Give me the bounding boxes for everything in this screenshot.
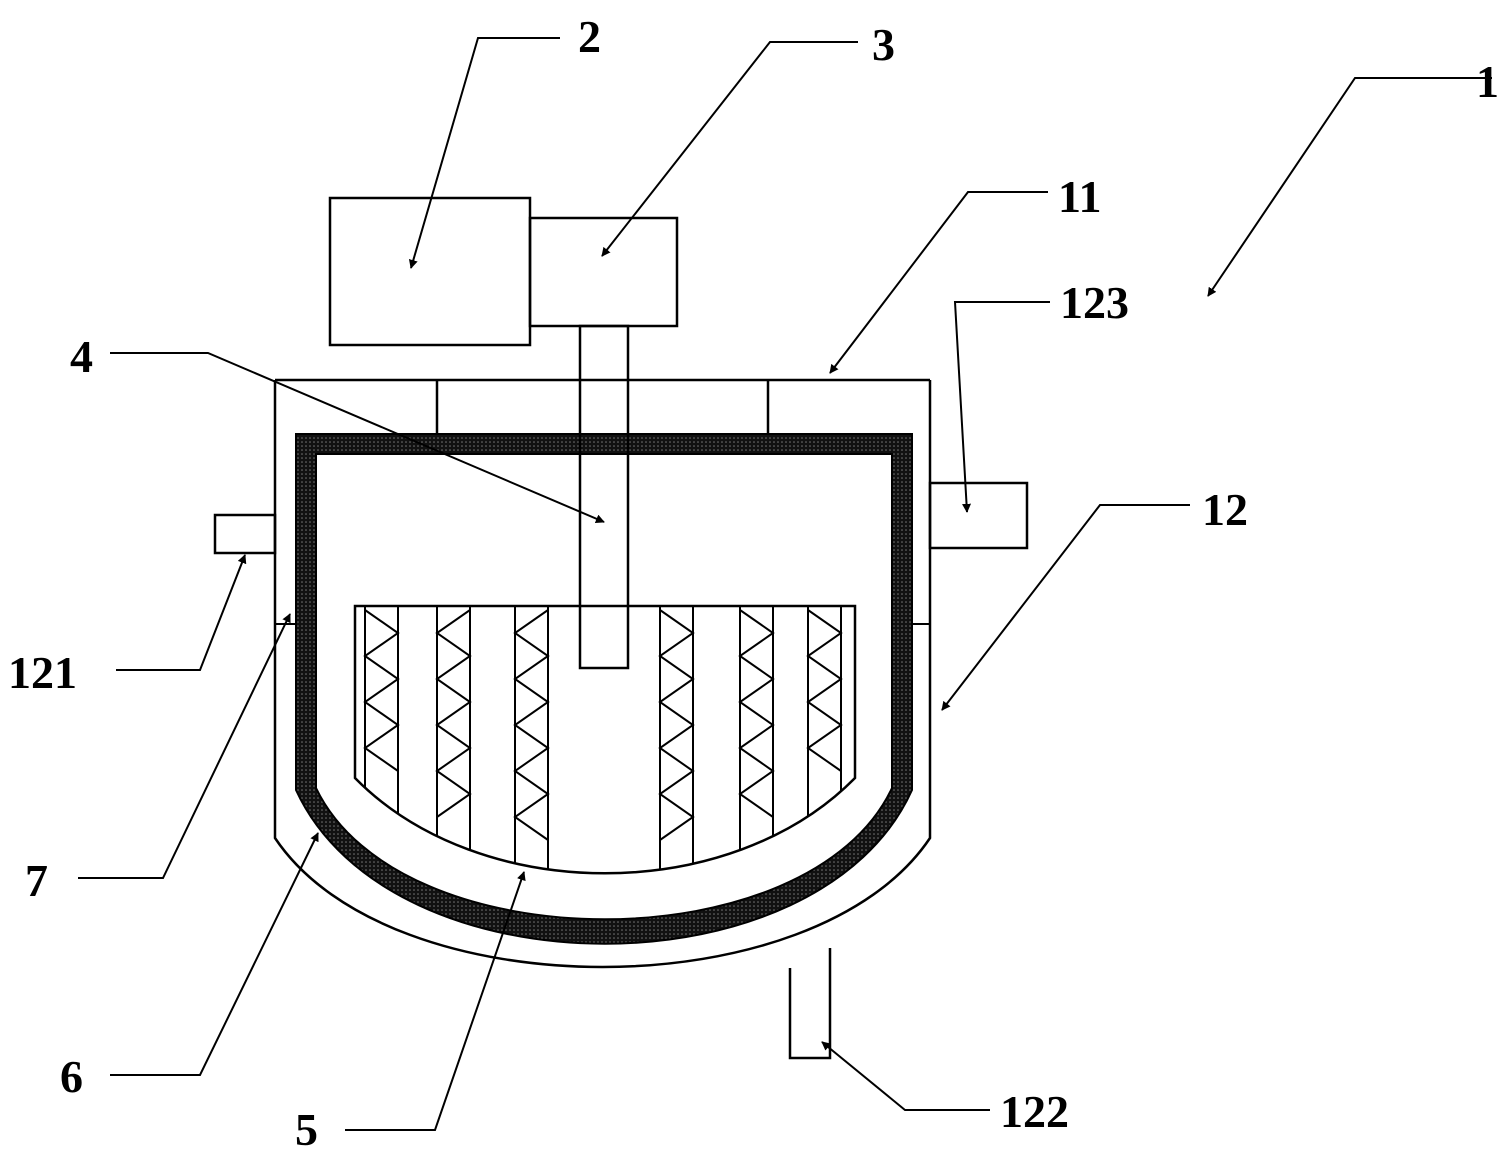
insulation-layer bbox=[295, 433, 913, 945]
inlet-pipe bbox=[213, 513, 277, 555]
label-122: 122 bbox=[1000, 1086, 1069, 1137]
leader-lines bbox=[78, 37, 1492, 1131]
filter-basket bbox=[353, 604, 857, 875]
basket-zigzag bbox=[806, 609, 843, 772]
label-3: 3 bbox=[872, 19, 895, 70]
basket-zigzag bbox=[363, 609, 400, 772]
label-7: 7 bbox=[25, 855, 48, 906]
stirring-shaft bbox=[578, 324, 630, 670]
outlet-pipe bbox=[928, 481, 1029, 550]
basket-strips bbox=[363, 606, 843, 870]
label-11: 11 bbox=[1058, 171, 1101, 222]
label-121: 121 bbox=[8, 647, 77, 698]
basket-zigzag bbox=[513, 609, 550, 841]
label-12: 12 bbox=[1202, 484, 1248, 535]
label-5: 5 bbox=[295, 1104, 318, 1155]
outer-jacket bbox=[273, 380, 932, 969]
basket-zigzag bbox=[435, 609, 472, 818]
motor bbox=[328, 196, 532, 347]
gearbox bbox=[528, 216, 679, 328]
label-6: 6 bbox=[60, 1051, 83, 1102]
label-2: 2 bbox=[578, 11, 601, 62]
basket-zigzag bbox=[738, 609, 775, 818]
label-123: 123 bbox=[1060, 277, 1129, 328]
label-1: 1 bbox=[1476, 56, 1499, 107]
drain-pipe bbox=[788, 948, 832, 1060]
basket-zigzag bbox=[658, 609, 695, 841]
label-4: 4 bbox=[70, 331, 93, 382]
